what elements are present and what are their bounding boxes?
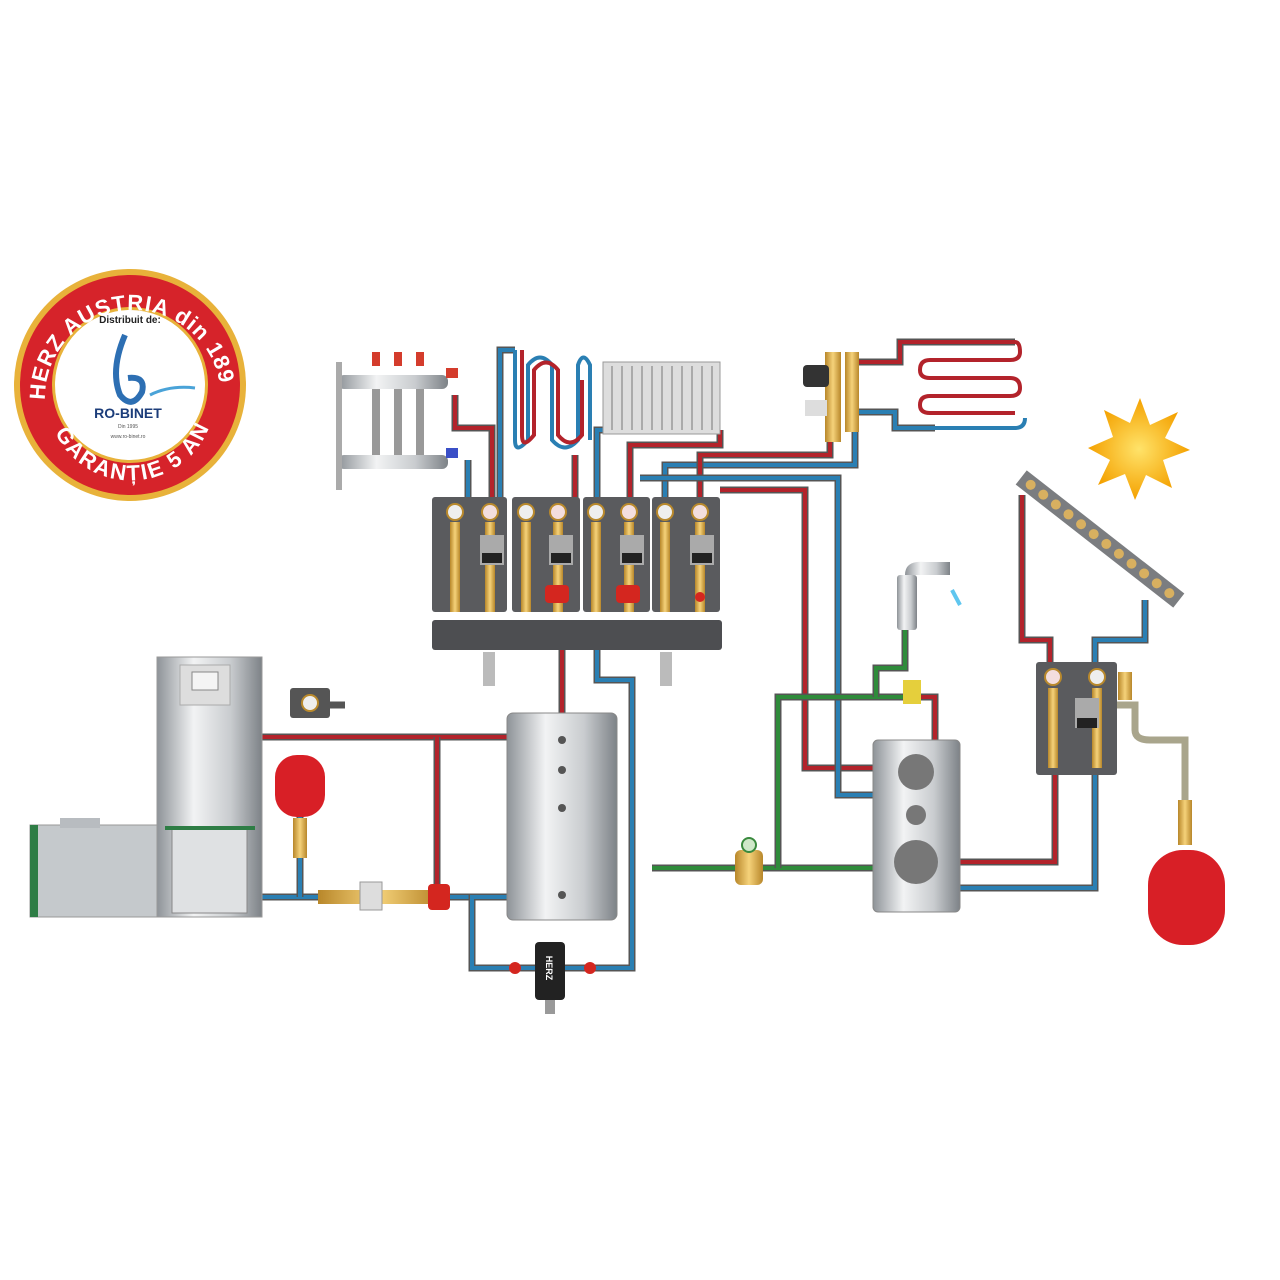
logo-since: Din 1995 (118, 424, 138, 430)
magnetic-filter: HERZ (509, 942, 596, 1014)
solar-pump-station (1036, 662, 1132, 775)
pellet-boiler (29, 656, 263, 918)
hot-water-tank (872, 739, 961, 913)
pump-module (652, 497, 720, 612)
solar-expansion-vessel (1148, 800, 1225, 945)
expansion-vessel (275, 755, 325, 858)
water-drop-icon (113, 333, 146, 405)
sun-icon (1088, 398, 1190, 500)
logo-website: www.ro-binet.ro (111, 434, 146, 440)
safety-group (290, 688, 330, 718)
pipes (262, 338, 1189, 972)
pressure-reducer (735, 837, 763, 885)
solar-collector (1015, 470, 1185, 608)
radiator (602, 361, 721, 435)
underfloor-heating-loop (513, 350, 592, 450)
heating-coil (917, 340, 1027, 430)
pump-station-modules (432, 497, 722, 686)
logo-brand: RO-BINET (94, 405, 162, 421)
logo-distributor-label: Distribuit de: (99, 315, 161, 326)
pump-module (583, 497, 650, 612)
mixing-valve-group (803, 352, 859, 442)
distribution-manifold (432, 620, 722, 650)
filter-brand-label: HERZ (544, 956, 554, 981)
floor-heating-manifold (336, 352, 458, 490)
thermostatic-mixer (903, 680, 921, 704)
buffer-tank (506, 712, 618, 921)
pump-module (432, 497, 507, 612)
pump-module (512, 497, 580, 612)
boiler-pump-group (318, 881, 450, 911)
herz-robinet-logo: HERZ AUSTRIA din 1896 GARANȚIE 5 ANI Dis… (0, 0, 246, 501)
faucet (897, 561, 962, 630)
